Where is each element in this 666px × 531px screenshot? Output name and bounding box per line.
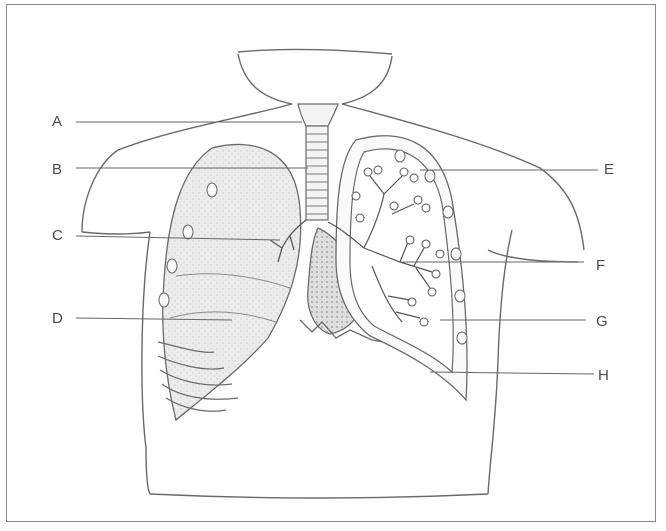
left-lung — [163, 144, 301, 420]
label-h: H — [598, 368, 609, 384]
label-a: A — [52, 114, 62, 130]
label-f: F — [596, 258, 605, 274]
trachea — [298, 104, 338, 220]
label-g: G — [596, 314, 608, 330]
label-c: C — [52, 228, 63, 244]
label-b: B — [52, 162, 62, 178]
label-d: D — [52, 311, 63, 327]
label-e: E — [604, 162, 614, 178]
